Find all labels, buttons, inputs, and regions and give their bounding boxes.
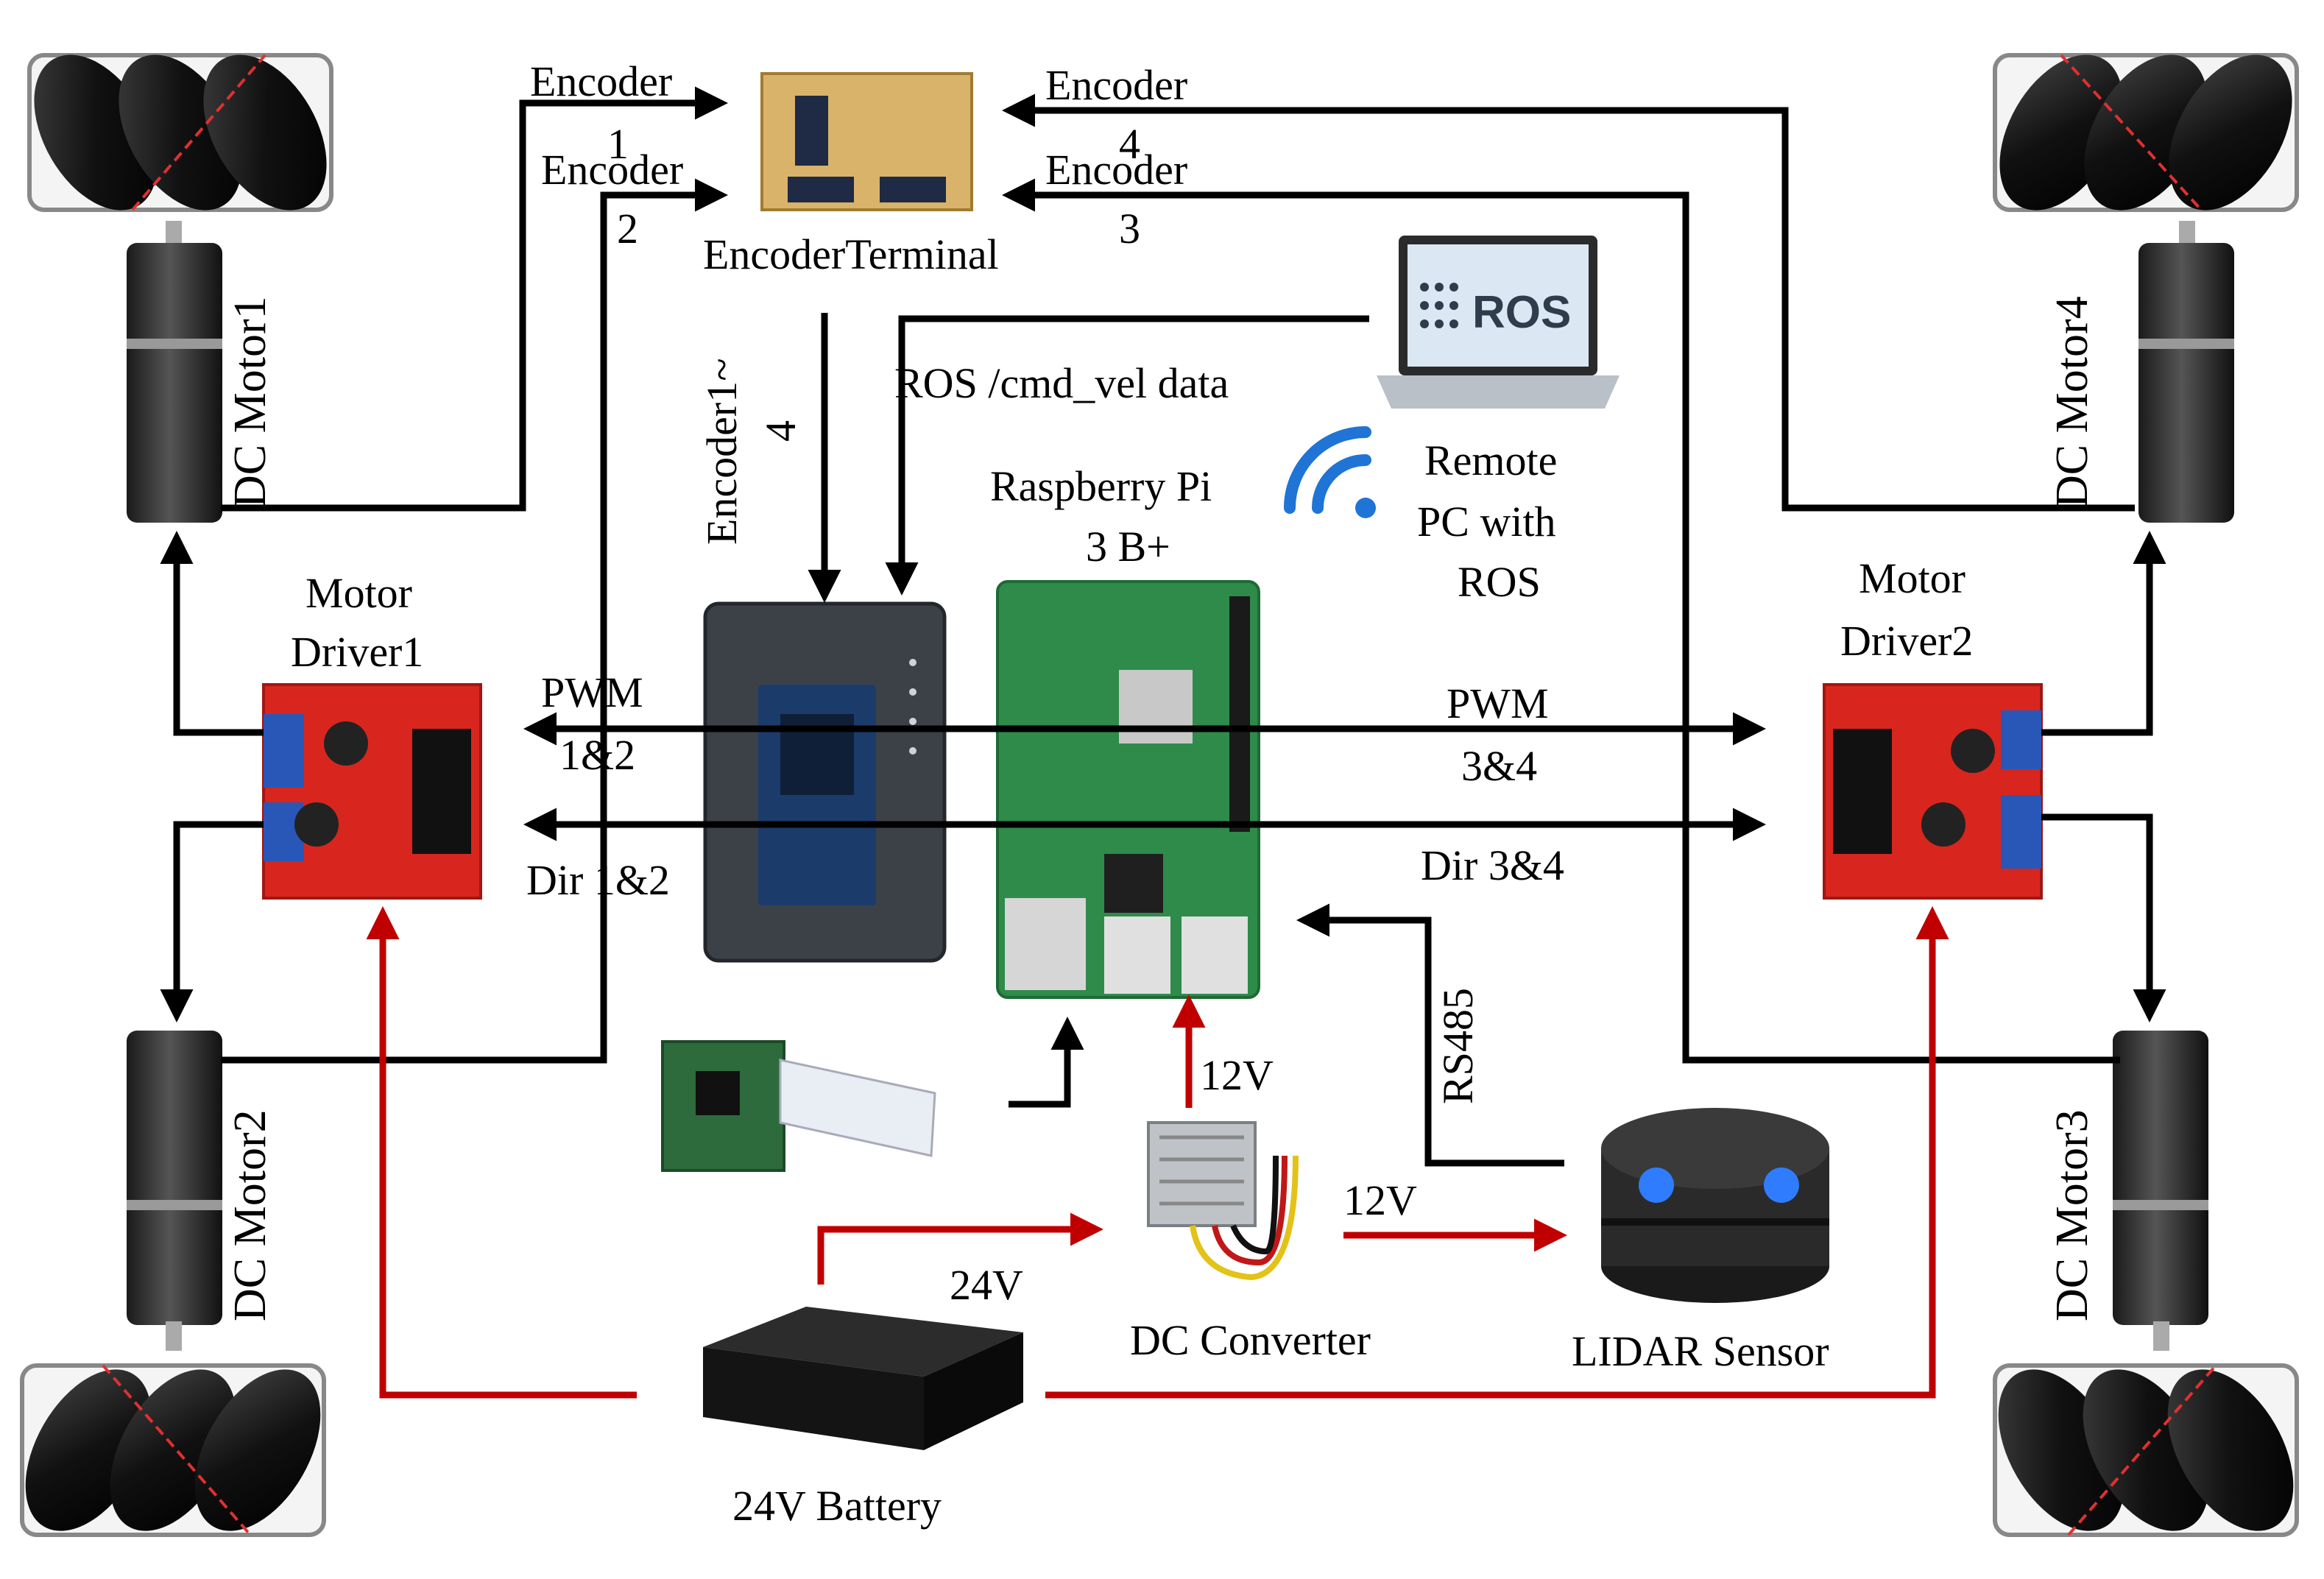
dc-motor-1 (127, 221, 222, 523)
label-encoder-3: Encoder (1045, 146, 1187, 194)
label-encoder-4-num: 4 (1119, 120, 1140, 168)
dc-motor-3 (2113, 1031, 2208, 1351)
label-encoder-1-num: 1 (607, 120, 629, 168)
label-battery: 24V Battery (732, 1482, 942, 1530)
motor-driver-2-board (1823, 683, 2043, 900)
label-remote-pc-2: PC with (1417, 498, 1556, 545)
label-encoder-bus: Encoder1~ (698, 358, 746, 545)
dc-converter-module (1147, 1121, 1299, 1281)
power-wiring (366, 906, 1949, 1399)
remote-pc-laptop: ROS (1377, 236, 1620, 409)
label-encoder-2-num: 2 (617, 205, 638, 252)
label-motor-driver-1-num: Driver1 (291, 628, 423, 676)
camera-module (661, 1040, 936, 1172)
myrio-controller (703, 601, 947, 963)
label-raspberry-pi-model: 3 B+ (1086, 523, 1170, 571)
labels: Encoder 1 Encoder 2 Encoder 4 Encoder 3 … (225, 57, 2097, 1530)
label-encoder-bus-num: 4 (757, 420, 805, 442)
label-pwm-34: PWM (1447, 679, 1549, 727)
label-dir-34: Dir 3&4 (1421, 841, 1564, 889)
label-encoder-terminal: EncoderTerminal (703, 230, 999, 278)
mecanum-wheel-4 (1993, 53, 2299, 212)
label-dc-motor-1: DC Motor1 (225, 296, 275, 508)
lidar-sensor-device (1601, 1108, 1829, 1303)
label-raspberry-pi: Raspberry Pi (990, 462, 1212, 510)
label-lidar-sensor: LIDAR Sensor (1572, 1327, 1829, 1375)
mecanum-wheel-3 (1993, 1363, 2299, 1537)
motor-driver-1-board (262, 683, 482, 900)
label-encoder-3-num: 3 (1119, 205, 1140, 252)
label-dir-12: Dir 1&2 (526, 856, 670, 904)
label-motor-driver-2-num: Driver2 (1840, 617, 1973, 665)
label-encoder-2: Encoder (541, 146, 683, 194)
mecanum-wheel-1 (27, 53, 333, 212)
battery-pack (703, 1307, 1023, 1450)
label-remote-pc-3: ROS (1458, 558, 1541, 606)
label-rs485: RS485 (1434, 988, 1482, 1104)
label-dc-motor-4: DC Motor4 (2047, 296, 2097, 508)
label-12v-lidar: 12V (1343, 1176, 1417, 1224)
label-ros-cmd-vel: ROS /cmd_vel data (894, 359, 1229, 407)
dc-motor-2 (127, 1031, 222, 1351)
label-encoder-4: Encoder (1045, 61, 1187, 109)
label-encoder-1: Encoder (530, 57, 672, 105)
ros-logo: ROS (1472, 287, 1571, 338)
label-pwm-12-num: 1&2 (559, 731, 635, 779)
raspberry-pi-board (996, 580, 1260, 999)
label-24v: 24V (950, 1261, 1023, 1309)
signal-wiring (160, 86, 2166, 1167)
label-dc-converter: DC Converter (1130, 1316, 1371, 1364)
label-motor-driver-1: Motor (305, 569, 412, 617)
mecanum-wheel-2 (20, 1363, 326, 1537)
label-pwm-12: PWM (541, 668, 643, 716)
label-12v-pi: 12V (1200, 1051, 1274, 1099)
label-pwm-34-num: 3&4 (1461, 742, 1537, 790)
label-remote-pc-1: Remote (1424, 437, 1557, 484)
label-dc-motor-3: DC Motor3 (2047, 1109, 2097, 1321)
dc-motor-4 (2138, 221, 2234, 523)
label-motor-driver-2: Motor (1859, 554, 1965, 602)
wifi-icon (1284, 426, 1376, 518)
encoder-terminal-board (760, 72, 973, 211)
label-dc-motor-2: DC Motor2 (225, 1109, 275, 1321)
